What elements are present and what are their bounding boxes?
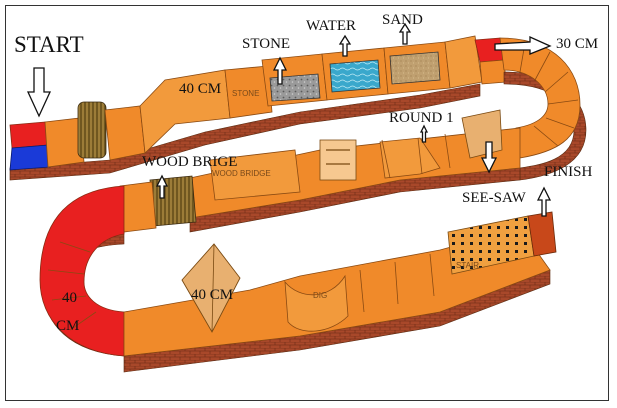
label-40-left: 40: [62, 290, 77, 306]
wood-bridge-slope: [150, 176, 196, 226]
arrow-down-start-icon: [28, 68, 50, 116]
label-wood-brige: WOOD BRIGE: [142, 154, 237, 170]
label-30cm: 30 CM: [556, 36, 598, 52]
label-sand: SAND: [382, 12, 423, 28]
label-stone-floor: STONE: [232, 89, 259, 98]
start-red-block: [10, 122, 48, 148]
track-middle: [120, 110, 520, 232]
hurdle-middle: [320, 140, 356, 180]
label-wood-bridge-floor: WOOD BRIDGE: [212, 169, 271, 178]
label-40cm-top: 40 CM: [179, 81, 221, 97]
label-40cm-bottom: 40 CM: [191, 287, 233, 303]
label-dig: DIG: [313, 291, 327, 300]
arrow-up-finish-icon: [538, 188, 550, 216]
wooden-log-obstacle: [78, 102, 106, 158]
water-pit: [330, 60, 380, 92]
label-stone: STONE: [242, 36, 290, 52]
label-round1: ROUND 1: [389, 110, 454, 126]
red-40cm-curve: [40, 186, 124, 356]
start-blue-block: [10, 145, 50, 170]
label-stair-floor: STAIR: [456, 261, 479, 270]
label-water: WATER: [306, 18, 356, 34]
label-see-saw: SEE-SAW: [462, 190, 527, 206]
track-left-curve: [40, 186, 124, 356]
label-cm-left: CM: [56, 318, 79, 334]
sand-pit: [390, 52, 440, 84]
track-bottom: [124, 212, 556, 372]
label-finish: FINISH: [544, 164, 593, 180]
label-start: START: [14, 32, 84, 57]
arrow-up-round1-icon: [421, 126, 427, 142]
